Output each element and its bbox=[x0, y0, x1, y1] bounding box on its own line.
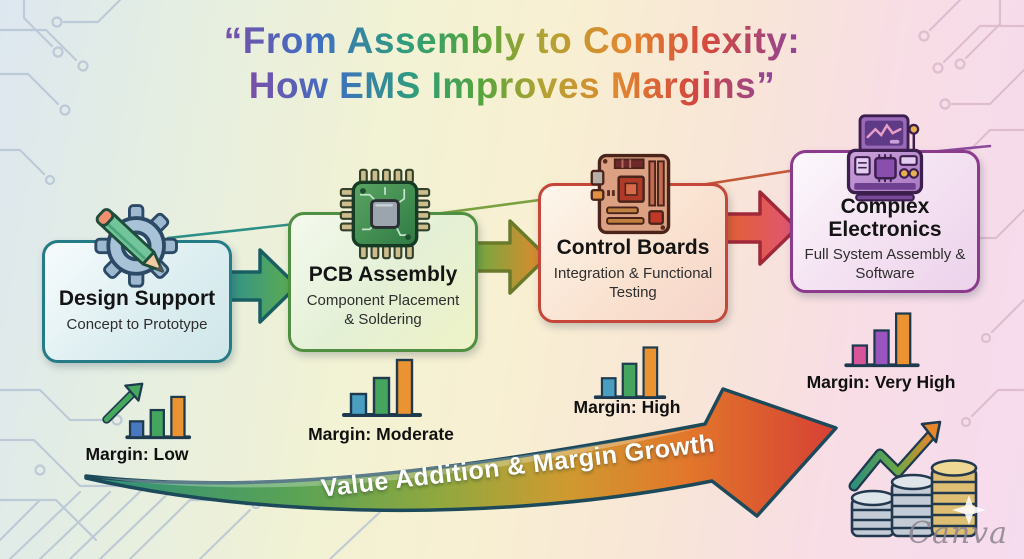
margin-label: Margin: High bbox=[573, 397, 681, 417]
canva-sparkle-icon bbox=[952, 495, 986, 525]
page-title: “From Assembly to Complexity: How EMS Im… bbox=[0, 18, 1024, 108]
stage-name: Control Boards bbox=[556, 236, 710, 259]
stage-subtitle: Concept to Prototype bbox=[66, 316, 208, 333]
stage-subtitle: Component Placement & Soldering bbox=[306, 292, 460, 328]
stage-name: PCB Assembly bbox=[308, 263, 458, 286]
gear-pencil-icon bbox=[94, 204, 178, 288]
canva-watermark: Canva bbox=[908, 516, 1008, 551]
trend-up-bar-chart-icon bbox=[102, 382, 192, 440]
bar-chart-icon bbox=[593, 346, 667, 400]
motherboard-icon bbox=[590, 153, 671, 235]
margin-label: Margin: Very High bbox=[806, 372, 956, 392]
margin-label: Margin: Low bbox=[85, 444, 189, 464]
title-line-1: “From Assembly to Complexity: bbox=[223, 20, 801, 61]
title-line-2: How EMS Improves Margins” bbox=[248, 65, 776, 106]
electronics-device-icon bbox=[846, 114, 924, 202]
bar-chart-icon bbox=[342, 358, 422, 417]
margin-label: Margin: Moderate bbox=[308, 424, 454, 444]
stage-subtitle: Integration & Functional Testing bbox=[553, 265, 713, 301]
stage-subtitle: Full System Assembly & Software bbox=[804, 246, 966, 282]
microchip-icon bbox=[339, 168, 431, 260]
stage-name: Design Support bbox=[58, 287, 216, 310]
bar-chart-icon bbox=[844, 312, 920, 368]
